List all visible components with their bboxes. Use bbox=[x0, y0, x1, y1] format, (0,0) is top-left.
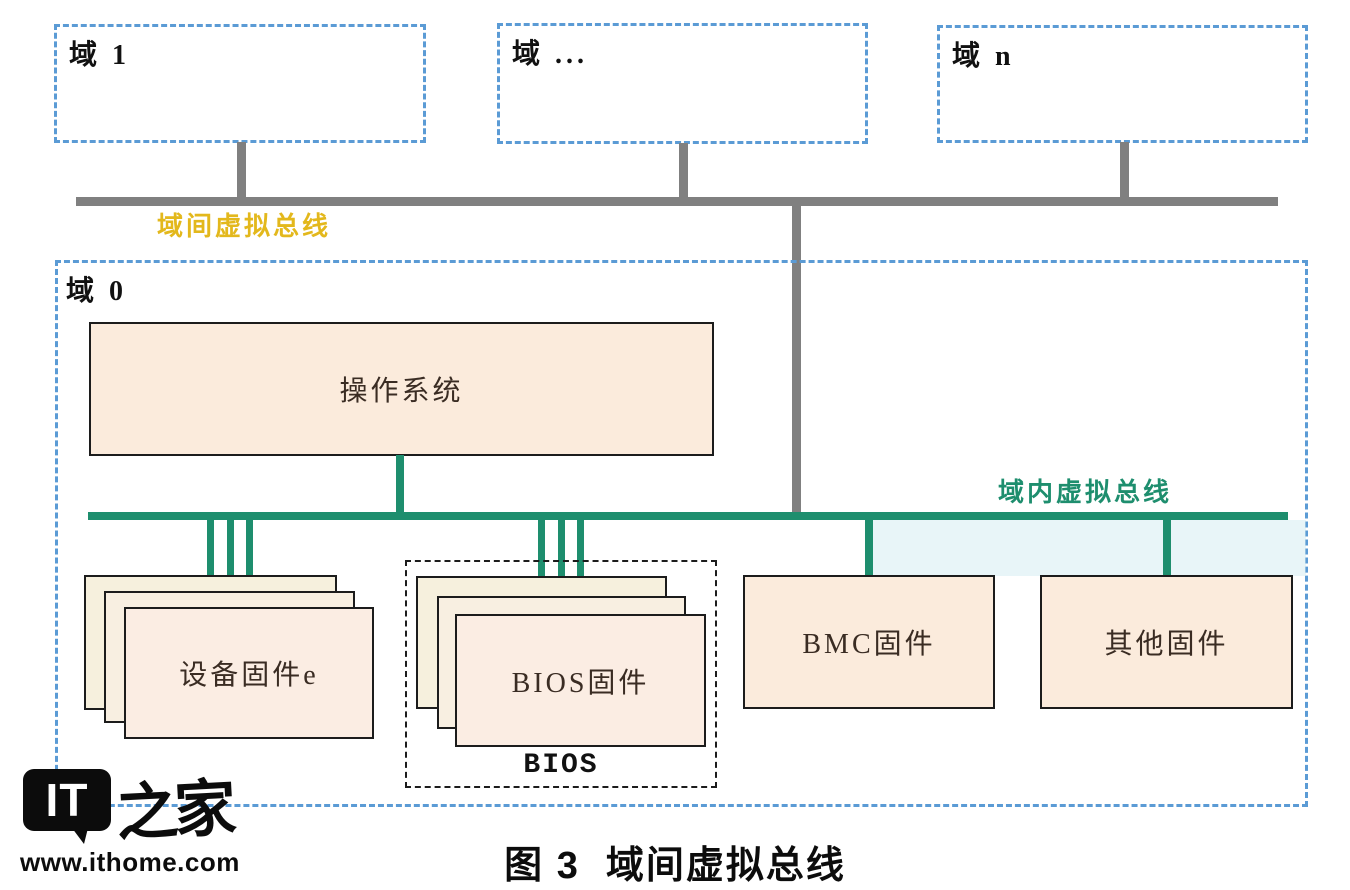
bmc-connector-line bbox=[865, 518, 873, 576]
bmc-firmware-label: BMC固件 bbox=[802, 629, 936, 660]
bios-stack-connector-2 bbox=[558, 518, 565, 597]
ithome-site-url: www.ithome.com bbox=[20, 847, 240, 877]
os-connector-line bbox=[396, 455, 404, 513]
inter-to-intra-bus-connector-line bbox=[792, 206, 801, 514]
device-stack-connector-3 bbox=[246, 518, 253, 608]
bios-stack-connector-1 bbox=[538, 518, 545, 577]
device-stack-connector-2 bbox=[227, 518, 234, 592]
os-box-label: 操作系统 bbox=[339, 376, 464, 407]
bios-firmware-label: BIOS固件 bbox=[511, 667, 650, 699]
device-firmware-stack-front: 设备固件e bbox=[124, 607, 374, 739]
domain-ellipsis-box: 域 ... bbox=[497, 23, 868, 144]
other-firmware-label: 其他固件 bbox=[1104, 629, 1229, 660]
domain-1-connector-line bbox=[237, 142, 246, 198]
other-connector-line bbox=[1163, 518, 1171, 576]
figure-caption-number: 图 3 bbox=[504, 845, 580, 887]
inter-domain-bus-line bbox=[76, 197, 1278, 206]
bios-firmware-stack-front: BIOS固件 bbox=[455, 614, 706, 747]
bios-stack-connector-3 bbox=[577, 518, 584, 615]
ithome-logo-tail bbox=[72, 828, 88, 844]
domain-n-box: 域 n bbox=[937, 25, 1308, 143]
other-firmware-box: 其他固件 bbox=[1040, 575, 1293, 709]
intra-domain-bus-label: 域内虚拟总线 bbox=[998, 477, 1173, 507]
domain-n-connector-line bbox=[1120, 142, 1129, 198]
bios-group-box bbox=[405, 560, 717, 788]
domain-0-box: 域 0 bbox=[55, 260, 1308, 807]
device-stack-connector-1 bbox=[207, 518, 214, 576]
figure-caption: 图 3 域间虚拟总线 bbox=[0, 834, 1350, 889]
bios-group-label: BIOS bbox=[523, 750, 599, 781]
intra-domain-bus-line bbox=[88, 512, 1288, 520]
inter-domain-bus-label: 域间虚拟总线 bbox=[157, 211, 332, 241]
domain-ellipsis-label: 域 ... bbox=[512, 39, 589, 70]
ithome-logo-text: IT bbox=[45, 774, 89, 826]
bmc-firmware-box: BMC固件 bbox=[743, 575, 995, 709]
ithome-logo: IT bbox=[23, 769, 111, 831]
domain-0-label: 域 0 bbox=[66, 276, 128, 307]
domain-1-box: 域 1 bbox=[54, 24, 426, 143]
domain-n-label: 域 n bbox=[952, 41, 1015, 72]
domain-ellipsis-connector-line bbox=[679, 143, 688, 198]
os-box: 操作系统 bbox=[89, 322, 714, 456]
figure-caption-title: 域间虚拟总线 bbox=[605, 845, 846, 887]
bus-tint-area bbox=[869, 520, 1306, 576]
device-firmware-label: 设备固件e bbox=[179, 660, 319, 691]
domain-1-label: 域 1 bbox=[69, 40, 131, 71]
